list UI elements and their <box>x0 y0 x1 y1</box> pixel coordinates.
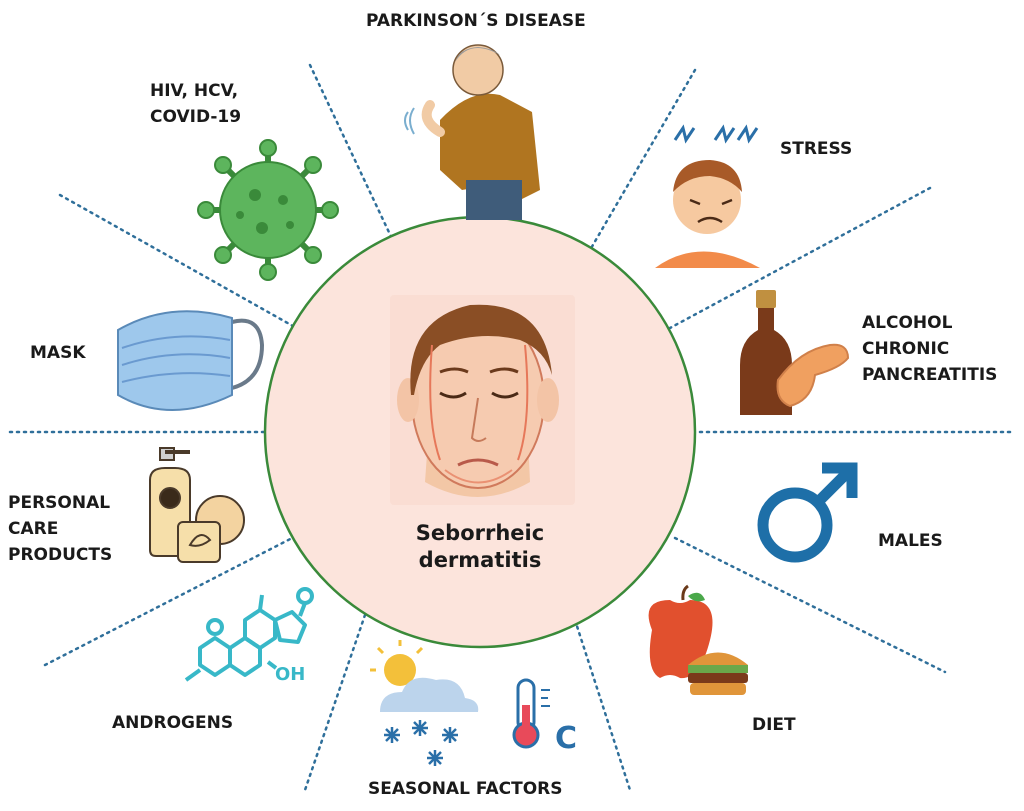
label-personal-care-products: PERSONAL CARE PRODUCTS <box>8 493 113 565</box>
label-stress: STRESS <box>780 139 853 159</box>
pancreas-illustration <box>776 343 850 408</box>
label-parkinsons-disease: PARKINSON´S DISEASE <box>366 11 586 31</box>
dermatitis-face-illustration <box>397 304 559 497</box>
personal-care-products-illustration <box>149 447 245 563</box>
thermometer-icon <box>512 678 550 749</box>
radial-line-top-left <box>308 63 397 247</box>
radial-line-lower-right <box>673 536 947 674</box>
radial-line-top-right <box>588 68 697 252</box>
label-seasonal-factors: SEASONAL FACTORS <box>368 779 563 799</box>
burger-illustration <box>688 652 748 695</box>
parkinsons-man-illustration <box>404 44 540 220</box>
radial-line-upper-right <box>668 186 932 330</box>
celsius-label: C <box>555 721 577 756</box>
radial-line-bottom-right <box>573 618 632 792</box>
label-diet: DIET <box>752 715 796 735</box>
stressed-boy-illustration <box>655 124 760 268</box>
hormone-oh-label: OH <box>275 664 305 685</box>
label-alcohol-chronic-pancreatitis: ALCOHOL CHRONIC PANCREATITIS <box>862 313 998 385</box>
male-symbol-illustration <box>757 462 858 563</box>
snowflakes-icon <box>384 720 458 766</box>
apple-illustration <box>648 584 713 679</box>
label-mask: MASK <box>30 343 86 363</box>
face-mask-illustration <box>117 310 265 411</box>
center-title: Seborrheic dermatitis <box>415 521 545 572</box>
label-males: MALES <box>878 531 943 551</box>
label-androgens: ANDROGENS <box>112 713 234 733</box>
radial-line-lower-left <box>43 533 300 667</box>
androgen-steroid-illustration <box>184 587 314 682</box>
virus-illustration <box>197 139 339 281</box>
radial-line-bottom-left <box>303 613 367 792</box>
sun-cloud-illustration <box>370 640 479 712</box>
label-viruses: HIV, HCV, COVID-19 <box>150 81 242 127</box>
radial-dotted-lines <box>8 63 1017 792</box>
